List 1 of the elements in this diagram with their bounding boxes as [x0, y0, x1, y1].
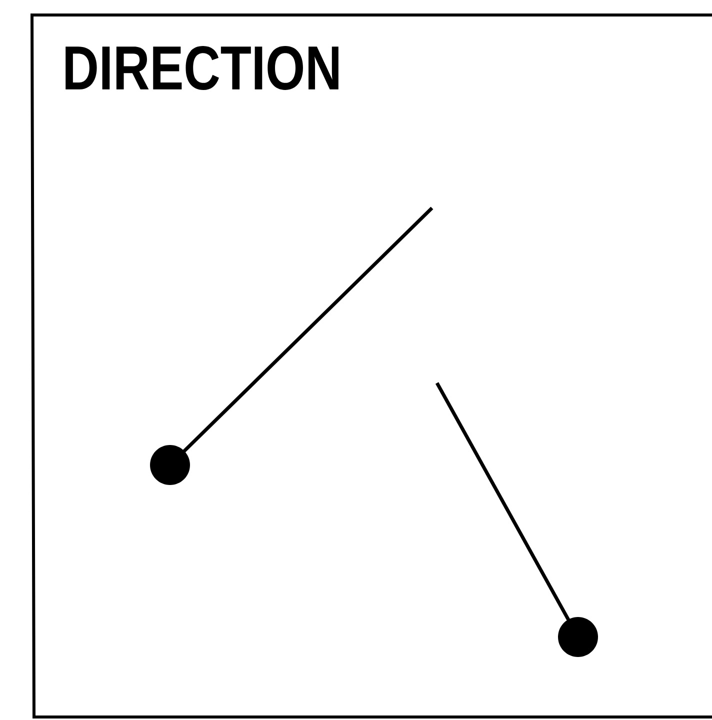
title: DIRECTION	[66, 46, 338, 90]
